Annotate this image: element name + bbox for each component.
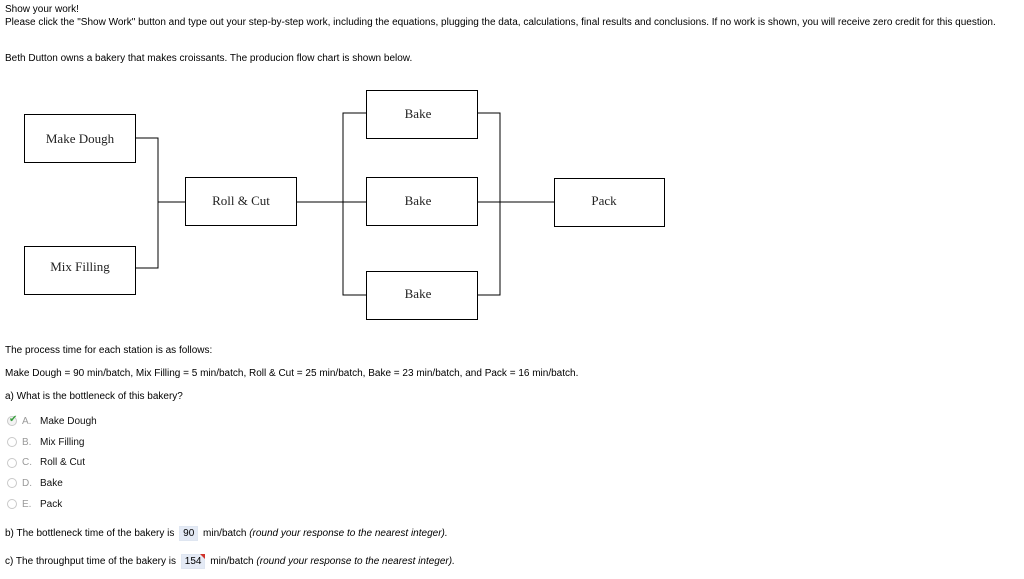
question-b-prefix: b) The bottleneck time of the bakery is: [5, 528, 175, 539]
box-make-dough: Make Dough: [24, 114, 136, 163]
checkmark-icon: ✔: [9, 414, 18, 426]
question-a-choices: ✔ A. Make Dough B. Mix Filling C. Roll &…: [7, 411, 97, 514]
production-flowchart: Make Dough Mix Filling Roll & Cut Bake B…: [24, 90, 665, 320]
question-a-prompt: a) What is the bottleneck of this bakery…: [5, 391, 183, 402]
box-mix-filling: Mix Filling: [24, 246, 136, 295]
question-c-note: (round your response to the nearest inte…: [256, 556, 455, 567]
radio-b[interactable]: [7, 437, 17, 448]
question-c-unit: min/batch: [210, 556, 254, 567]
question-b-note: (round your response to the nearest inte…: [249, 528, 448, 539]
question-b-unit: min/batch: [203, 528, 247, 539]
choice-b[interactable]: B. Mix Filling: [7, 432, 97, 453]
choice-d[interactable]: D. Bake: [7, 473, 97, 494]
question-b: b) The bottleneck time of the bakery is …: [5, 526, 448, 541]
process-intro: The process time for each station is as …: [5, 345, 213, 356]
flow-connectors: [135, 112, 554, 296]
instructions-text: Please click the "Show Work" button and …: [5, 17, 996, 28]
bake-bottom-label: Bake: [405, 286, 432, 301]
box-bake-bottom: Bake: [366, 271, 478, 320]
instructions-block: Show your work! Please click the "Show W…: [5, 3, 1017, 29]
throughput-time-value: 154: [184, 556, 202, 567]
scenario-text: Beth Dutton owns a bakery that makes cro…: [5, 53, 413, 64]
mix-filling-label: Mix Filling: [50, 259, 110, 274]
question-c-prefix: c) The throughput time of the bakery is: [5, 556, 177, 567]
choice-a[interactable]: ✔ A. Make Dough: [7, 411, 97, 432]
bake-top-label: Bake: [405, 106, 432, 121]
radio-a[interactable]: ✔: [7, 414, 18, 427]
box-bake-top: Bake: [366, 90, 478, 139]
choice-letter: A.: [22, 415, 32, 427]
radio-e[interactable]: [7, 499, 17, 510]
choice-label: Bake: [40, 477, 63, 489]
make-dough-label: Make Dough: [46, 131, 115, 146]
choice-letter: E.: [22, 498, 32, 510]
incorrect-flag-icon: [200, 554, 206, 559]
process-times: Make Dough = 90 min/batch, Mix Filling =…: [5, 368, 579, 379]
choice-letter: C.: [22, 457, 32, 469]
choice-label: Make Dough: [40, 415, 97, 427]
radio-d[interactable]: [7, 478, 17, 489]
box-pack: Pack: [554, 178, 665, 227]
choice-c[interactable]: C. Roll & Cut: [7, 452, 97, 473]
radio-c[interactable]: [7, 457, 17, 468]
question-c: c) The throughput time of the bakery is …: [5, 554, 455, 569]
choice-letter: D.: [22, 477, 32, 489]
choice-label: Pack: [40, 498, 63, 510]
choice-letter: B.: [22, 436, 32, 448]
box-roll-cut: Roll & Cut: [185, 177, 297, 226]
box-bake-middle: Bake: [366, 177, 478, 226]
throughput-time-answer[interactable]: 154: [180, 554, 206, 569]
bake-middle-label: Bake: [405, 193, 432, 208]
choice-label: Mix Filling: [40, 436, 85, 448]
pack-label: Pack: [591, 193, 617, 208]
choice-e[interactable]: E. Pack: [7, 494, 97, 515]
roll-cut-label: Roll & Cut: [212, 193, 270, 208]
instructions-heading: Show your work!: [5, 4, 79, 15]
bottleneck-time-answer[interactable]: 90: [179, 526, 199, 541]
choice-label: Roll & Cut: [40, 457, 86, 469]
